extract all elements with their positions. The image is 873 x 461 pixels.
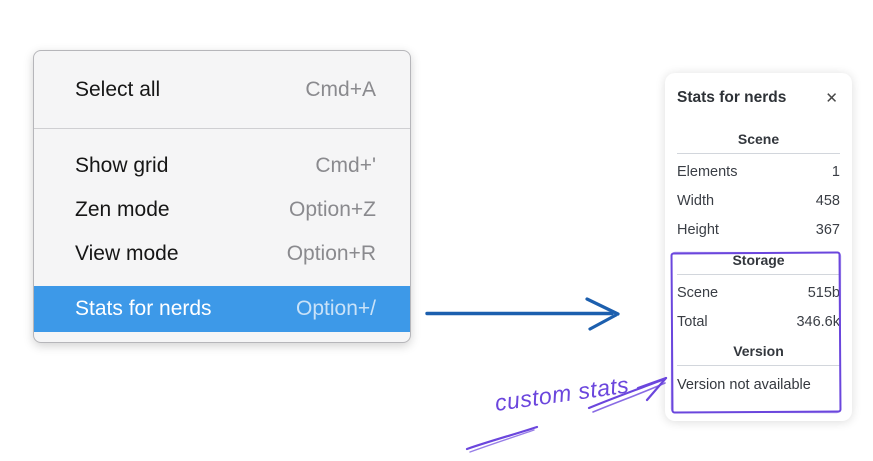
menu-item-view-mode[interactable]: View mode Option+R	[34, 232, 410, 276]
storage-stats: Scene 515b Total 346.6k	[677, 279, 840, 337]
menu-item-label: Select all	[75, 77, 161, 101]
scene-stats: Elements 1 Width 458 Height 367	[677, 158, 840, 245]
annotation-custom-stats-label: custom stats	[493, 371, 631, 417]
stats-panel-title: Stats for nerds	[677, 89, 787, 106]
menu-item-label: Stats for nerds	[75, 297, 212, 320]
section-divider	[677, 274, 840, 275]
stat-label: Width	[677, 193, 715, 209]
menu-item-shortcut: Option+/	[296, 297, 376, 320]
stat-row-total-storage: Total 346.6k	[677, 308, 840, 337]
section-divider	[677, 365, 840, 366]
section-heading-version: Version	[733, 343, 784, 359]
menu-item-label: Zen mode	[75, 198, 170, 221]
menu-item-shortcut: Cmd+A	[305, 77, 376, 101]
stat-label: Height	[677, 222, 719, 238]
stat-row-scene-storage: Scene 515b	[677, 279, 840, 308]
stats-panel-header: Stats for nerds ✕	[677, 87, 840, 109]
menu-item-stats-for-nerds[interactable]: Stats for nerds Option+/	[34, 286, 410, 332]
version-note: Version not available	[677, 377, 811, 393]
stat-value: 367	[815, 222, 840, 238]
menu-item-label: Show grid	[75, 154, 169, 177]
stat-value: 458	[815, 193, 840, 209]
section-heading-storage: Storage	[732, 252, 785, 268]
stat-row-width: Width 458	[677, 187, 840, 216]
stat-value: 346.6k	[796, 314, 840, 330]
stat-label: Total	[677, 314, 708, 330]
stat-row-elements: Elements 1	[677, 158, 840, 187]
blue-arrow	[425, 297, 620, 331]
stats-panel: Stats for nerds ✕ Scene Elements 1 Width…	[665, 73, 852, 421]
menu-item-select-all[interactable]: Select all Cmd+A	[34, 51, 410, 128]
menu-item-zen-mode[interactable]: Zen mode Option+Z	[34, 188, 410, 232]
stat-value: 515b	[807, 285, 840, 301]
menu-separator	[34, 128, 410, 129]
menu-item-shortcut: Cmd+'	[315, 154, 376, 177]
menu-item-shortcut: Option+R	[286, 242, 376, 265]
menu-item-show-grid[interactable]: Show grid Cmd+'	[34, 144, 410, 188]
stat-label: Elements	[677, 164, 738, 180]
menu-item-shortcut: Option+Z	[289, 198, 376, 221]
stat-label: Scene	[677, 285, 719, 301]
stat-row-height: Height 367	[677, 216, 840, 245]
section-divider	[677, 153, 840, 154]
stat-value: 1	[831, 164, 840, 180]
context-menu: Select all Cmd+A Show grid Cmd+' Zen mod…	[33, 50, 411, 343]
menu-item-label: View mode	[75, 242, 179, 265]
section-heading-scene: Scene	[737, 131, 780, 147]
close-icon[interactable]: ✕	[825, 89, 838, 107]
